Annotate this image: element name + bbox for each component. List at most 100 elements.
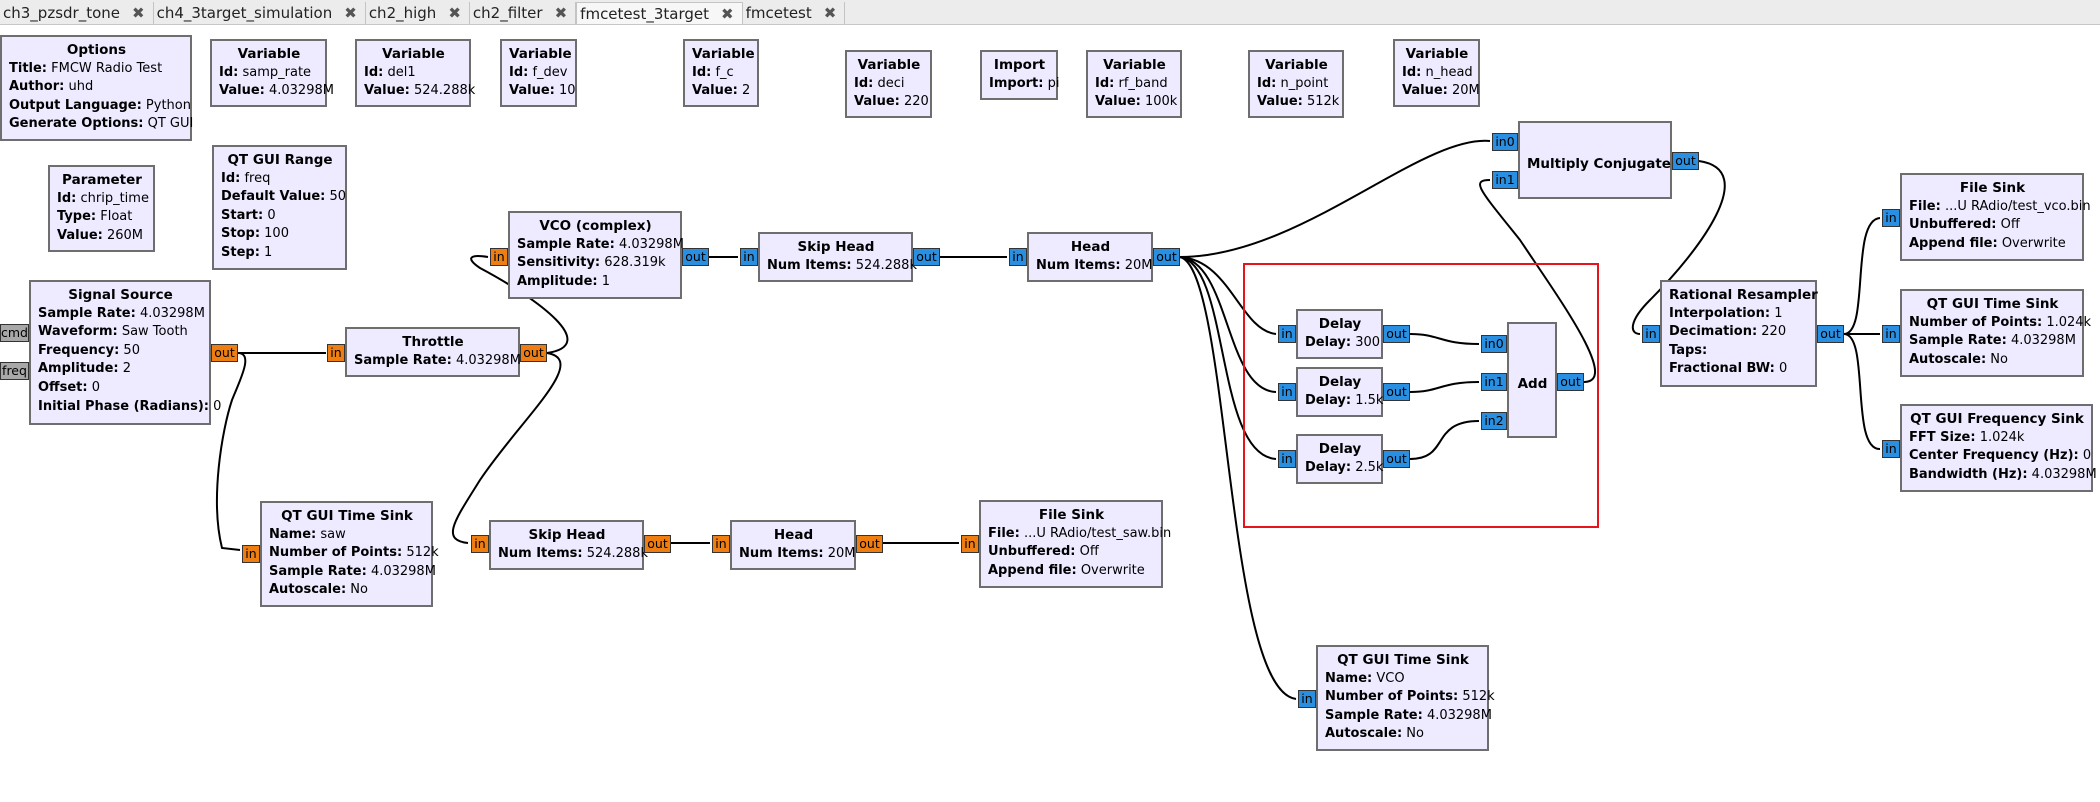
port-in[interactable]: in: [327, 344, 345, 362]
connection-wire[interactable]: [1409, 420, 1480, 460]
connection-wire[interactable]: [1843, 217, 1881, 335]
connection-wire[interactable]: [1409, 333, 1480, 345]
port-out[interactable]: out: [682, 248, 709, 266]
port-in[interactable]: in: [1278, 450, 1296, 468]
tab-fmcetest-3target[interactable]: fmcetest_3target✖: [576, 2, 743, 24]
block-param-row: Id: n_head: [1402, 64, 1473, 83]
close-icon[interactable]: ✖: [344, 4, 357, 22]
connection-wire[interactable]: [451, 352, 562, 544]
close-icon[interactable]: ✖: [554, 4, 568, 22]
port-out[interactable]: out: [1817, 325, 1844, 343]
connection-wire[interactable]: [1843, 333, 1881, 451]
port-out[interactable]: out: [1383, 450, 1410, 468]
connection-wire[interactable]: [1179, 256, 1277, 393]
port-out[interactable]: out: [856, 535, 883, 553]
port-out[interactable]: out: [1153, 248, 1180, 266]
param-key: Autoscale:: [1325, 726, 1403, 742]
port-in[interactable]: in: [1882, 440, 1900, 458]
connection-wire[interactable]: [1179, 139, 1491, 258]
param-value: 0: [87, 379, 100, 395]
close-icon[interactable]: ✖: [132, 4, 145, 22]
port-in1[interactable]: in1: [1481, 373, 1507, 391]
port-out[interactable]: out: [1383, 325, 1410, 343]
port-in[interactable]: in: [740, 248, 758, 266]
port-out[interactable]: out: [520, 344, 547, 362]
close-icon[interactable]: ✖: [448, 4, 461, 22]
port-in[interactable]: in: [961, 535, 979, 553]
tab-fmcetest[interactable]: fmcetest✖: [742, 2, 846, 24]
port-cmd[interactable]: cmd: [0, 324, 29, 342]
port-in[interactable]: in: [1298, 690, 1316, 708]
port-out[interactable]: out: [644, 535, 671, 553]
tab-ch2-high[interactable]: ch2_high✖: [365, 2, 470, 24]
connection-wire[interactable]: [1179, 256, 1297, 700]
port-out[interactable]: out: [1557, 373, 1584, 391]
tab-ch3-pzsdr-tone[interactable]: ch3_pzsdr_tone✖: [0, 2, 154, 24]
block-multiply-conjugate[interactable]: Multiply Conjugate: [1518, 121, 1672, 199]
port-in0[interactable]: in0: [1492, 133, 1518, 151]
block-param-row: Start: 0: [221, 207, 339, 226]
block-param-row: Id: del1: [364, 64, 463, 83]
port-in[interactable]: in: [1009, 248, 1027, 266]
port-in[interactable]: in: [471, 535, 489, 553]
port-in[interactable]: in: [1642, 325, 1660, 343]
connection-wire[interactable]: [1179, 256, 1277, 335]
close-icon[interactable]: ✖: [823, 4, 837, 22]
port-out[interactable]: out: [1672, 152, 1699, 170]
port-in2[interactable]: in2: [1481, 412, 1507, 430]
port-in[interactable]: in: [490, 248, 508, 266]
connection-wire[interactable]: [1179, 256, 1277, 460]
port-in[interactable]: in: [1278, 325, 1296, 343]
port-in[interactable]: in: [1882, 325, 1900, 343]
block-param-row: Id: f_c: [692, 64, 751, 83]
block-add[interactable]: Add: [1507, 322, 1557, 438]
tab-ch4-3target-simulation[interactable]: ch4_3target_simulation✖: [153, 2, 366, 24]
port-out[interactable]: out: [913, 248, 940, 266]
port-freq[interactable]: freq: [0, 362, 29, 380]
port-in[interactable]: in: [712, 535, 730, 553]
close-icon[interactable]: ✖: [721, 4, 734, 23]
tab-ch2-filter[interactable]: ch2_filter✖: [469, 2, 577, 24]
port-in[interactable]: in: [242, 545, 260, 563]
connection-wire[interactable]: [1479, 179, 1597, 383]
port-in0[interactable]: in0: [1481, 335, 1507, 353]
port-in1[interactable]: in1: [1492, 171, 1518, 189]
port-in[interactable]: in: [1278, 383, 1296, 401]
port-in[interactable]: in: [1882, 209, 1900, 227]
connection-wire[interactable]: [1409, 381, 1480, 393]
connection-wire[interactable]: [215, 352, 247, 551]
port-out[interactable]: out: [1383, 383, 1410, 401]
port-out[interactable]: out: [211, 344, 238, 362]
connection-wire[interactable]: [1631, 160, 1726, 335]
